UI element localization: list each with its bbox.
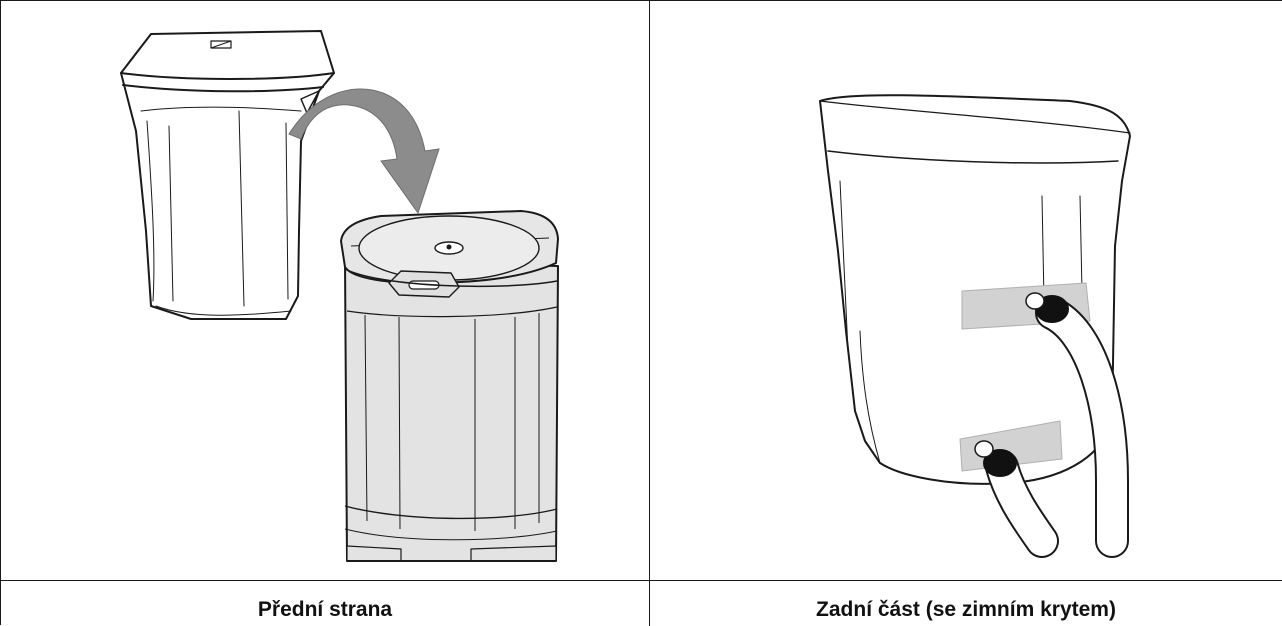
front-illustration — [1, 1, 650, 581]
front-illustration-cell — [1, 1, 650, 581]
front-caption: Přední strana — [1, 581, 650, 626]
back-caption: Zadní část (se zimním krytem) — [650, 581, 1282, 626]
arrow-illustration — [289, 89, 439, 213]
unit-illustration — [341, 211, 558, 561]
covered-unit-illustration — [820, 95, 1130, 484]
winter-cover-illustration — [121, 31, 334, 319]
back-illustration-cell — [650, 1, 1282, 581]
back-illustration — [650, 1, 1282, 581]
